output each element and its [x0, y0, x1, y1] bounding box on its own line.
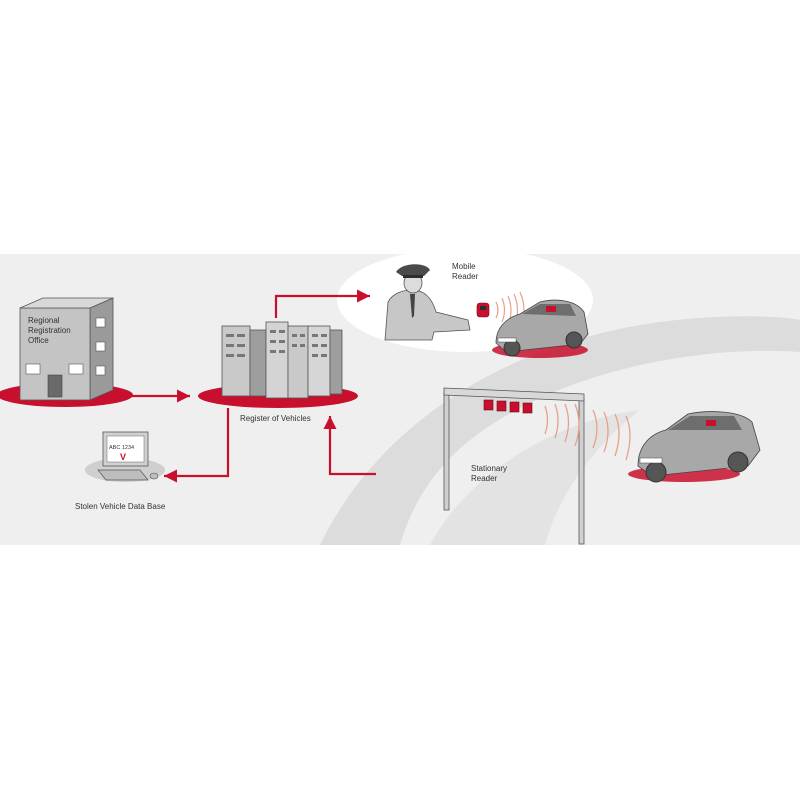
connector-lines: [132, 289, 376, 483]
mobile-reader-label-line: Reader: [452, 272, 479, 281]
mobile-reader-node: [384, 264, 525, 341]
office-window: [68, 363, 84, 375]
office-door: [47, 374, 63, 398]
screen-check-mark: V: [120, 452, 126, 462]
register-node: [198, 321, 358, 408]
stationary-signal-waves: [544, 403, 631, 461]
edge-register-to-stolen-db: [164, 408, 230, 483]
gantry-sensor: [522, 402, 533, 414]
regional-office-label-line: Regional: [28, 316, 60, 325]
office-window: [95, 365, 106, 376]
regional-office-label-line: Registration: [28, 326, 71, 335]
server-rack: [287, 325, 343, 399]
regional-office-label-line: Office: [28, 336, 49, 345]
officer-cap: [396, 264, 430, 276]
stationary-car: [628, 411, 761, 483]
edge-register-to-mobile: [274, 289, 370, 318]
gantry-sensor: [496, 400, 507, 412]
stationary-reader-label: Stationary Reader: [471, 464, 507, 484]
mouse: [149, 472, 159, 480]
office-window: [95, 317, 106, 328]
gantry-sensor: [483, 399, 494, 411]
stationary-reader-node: [443, 387, 631, 545]
stolen-db-node: ABC 1234 V: [85, 431, 165, 482]
gantry-sensor: [509, 401, 520, 413]
regional-office-node: [0, 297, 133, 407]
mobile-reader-label: Mobile Reader: [452, 262, 478, 282]
edge-stationary-to-register: [323, 416, 376, 476]
office-window: [25, 363, 41, 375]
regional-office-label: Regional Registration Office: [28, 316, 71, 346]
stationary-reader-label-line: Reader: [471, 474, 498, 483]
stationary-reader-label-line: Stationary: [471, 464, 508, 473]
server-rack: [221, 325, 267, 397]
mobile-car: [492, 299, 589, 358]
gantry-left-post: [443, 391, 450, 511]
office-building-roof: [19, 297, 114, 309]
officer-cap-visor: [403, 275, 423, 278]
gantry-right-post: [578, 397, 585, 545]
register-label: Register of Vehicles: [240, 414, 311, 423]
stolen-db-label: Stolen Vehicle Data Base: [75, 502, 166, 511]
officer-tie: [410, 294, 415, 318]
monitor-screen: [106, 435, 145, 463]
mobile-reader-label-line: Mobile: [452, 262, 476, 271]
background-swoosh-lower: [430, 410, 640, 545]
server-rack: [265, 321, 289, 399]
background-swoosh: [320, 316, 800, 545]
screen-plate-text: ABC 1234: [109, 445, 134, 451]
gantry-beam: [443, 387, 585, 402]
handheld-reader-screen: [480, 306, 486, 310]
office-window: [95, 341, 106, 352]
keyboard: [97, 469, 149, 481]
